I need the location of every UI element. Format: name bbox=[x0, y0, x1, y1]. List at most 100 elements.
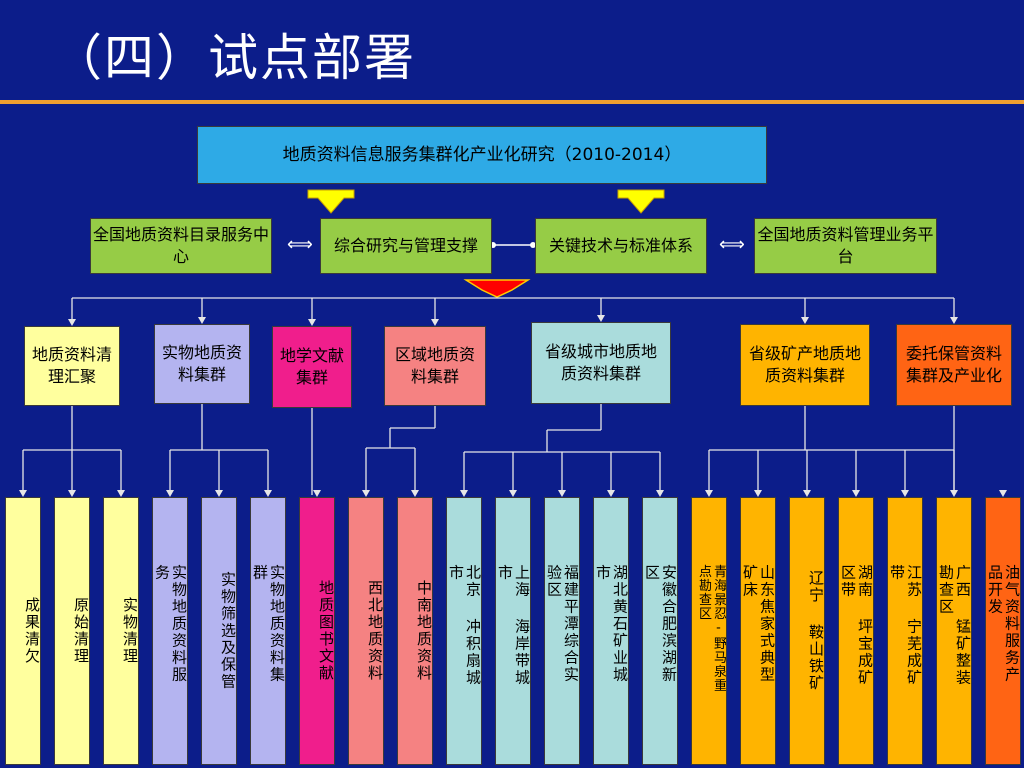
arrowhead-icon bbox=[460, 490, 468, 497]
leaf-label: 油气资料服务产品开发 bbox=[986, 564, 1021, 684]
double-arrow-icon: ⟺ bbox=[719, 234, 745, 255]
arrowhead-icon bbox=[999, 490, 1007, 497]
arrowhead-icon bbox=[264, 490, 272, 497]
leaf-label: 广西 锰矿整装勘查区 bbox=[937, 564, 972, 687]
leaf-label: 实物地质资料集群 bbox=[251, 564, 286, 684]
cluster-box: 地学文献集群 bbox=[272, 326, 352, 408]
leaf-box: 地质图书文献 bbox=[299, 497, 335, 765]
leaf-label: 成果清欠 bbox=[23, 597, 41, 665]
arrowhead-icon bbox=[597, 315, 605, 322]
leaf-label: 实物清理 bbox=[121, 597, 139, 665]
leaf-box: 油气资料服务产品开发 bbox=[985, 497, 1021, 765]
arrowhead-icon bbox=[852, 490, 860, 497]
arrowhead-icon bbox=[198, 317, 206, 324]
leaf-label: 原始清理 bbox=[72, 597, 90, 665]
arrowhead-icon bbox=[68, 490, 76, 497]
cluster-box: 委托保管资料集群及产业化 bbox=[896, 324, 1012, 406]
cluster-label: 地质资料清理汇聚 bbox=[31, 345, 112, 386]
double-arrow-icon: ⟺ bbox=[287, 234, 313, 255]
leaf-box: 实物筛选及保管 bbox=[201, 497, 237, 765]
management-platform-label: 全国地质资料管理业务平台 bbox=[757, 225, 934, 266]
cluster-label: 区域地质资料集群 bbox=[394, 345, 475, 386]
arrowhead-icon bbox=[705, 490, 713, 497]
cluster-label: 地学文献集群 bbox=[279, 346, 344, 387]
leaf-box: 湖北黄石矿业城市 bbox=[593, 497, 629, 765]
leaf-box: 青海景忍-野马泉重点勘查区 bbox=[691, 497, 727, 765]
cluster-box: 区域地质资料集群 bbox=[384, 326, 486, 406]
arrowhead-icon bbox=[166, 490, 174, 497]
leaf-box: 山东焦家式典型矿床 bbox=[740, 497, 776, 765]
arrowhead-icon bbox=[68, 319, 76, 326]
arrowhead-icon bbox=[607, 490, 615, 497]
arrowhead-icon bbox=[803, 490, 811, 497]
catalog-center-box: 全国地质资料目录服务中心 bbox=[90, 218, 272, 274]
research-support-box: 综合研究与管理支撑 bbox=[320, 218, 492, 274]
arrowhead-icon bbox=[509, 490, 517, 497]
down-arrow-icon bbox=[617, 189, 665, 214]
leaf-box: 北京 冲积扇城市 bbox=[446, 497, 482, 765]
leaf-box: 广西 锰矿整装勘查区 bbox=[936, 497, 972, 765]
leaf-box: 实物清理 bbox=[103, 497, 139, 765]
leaf-box: 中南地质资料 bbox=[397, 497, 433, 765]
leaf-label: 安徽合肥滨湖新区 bbox=[643, 564, 678, 684]
arrowhead-icon bbox=[801, 317, 809, 324]
arrowhead-icon bbox=[19, 490, 27, 497]
management-platform-box: 全国地质资料管理业务平台 bbox=[754, 218, 937, 274]
title-divider bbox=[0, 100, 1024, 104]
arrowhead-icon bbox=[117, 490, 125, 497]
leaf-box: 江苏 宁芜成矿带 bbox=[887, 497, 923, 765]
leaf-label: 地质图书文献 bbox=[317, 580, 335, 682]
arrowhead-icon bbox=[950, 317, 958, 324]
leaf-box: 成果清欠 bbox=[5, 497, 41, 765]
leaf-label: 中南地质资料 bbox=[415, 580, 433, 682]
down-arrow-icon bbox=[307, 189, 355, 214]
cluster-label: 省级城市地质地质资料集群 bbox=[544, 342, 657, 383]
arrowhead-icon bbox=[431, 319, 439, 326]
project-root-label: 地质资料信息服务集群化产业化研究（2010-2014） bbox=[282, 145, 682, 165]
leaf-label: 湖北黄石矿业城市 bbox=[594, 564, 629, 684]
leaf-label: 实物地质资料服务 bbox=[153, 564, 188, 684]
leaf-box: 安徽合肥滨湖新区 bbox=[642, 497, 678, 765]
leaf-label: 江苏 宁芜成矿带 bbox=[888, 564, 923, 687]
research-support-label: 综合研究与管理支撑 bbox=[333, 236, 478, 255]
leaf-box: 实物地质资料服务 bbox=[152, 497, 188, 765]
leaf-label: 青海景忍-野马泉重点勘查区 bbox=[696, 564, 726, 693]
red-down-arrow-icon bbox=[463, 279, 531, 298]
leaf-label: 山东焦家式典型矿床 bbox=[741, 564, 776, 684]
catalog-center-label: 全国地质资料目录服务中心 bbox=[92, 225, 269, 266]
leaf-box: 上海 海岸带城市 bbox=[495, 497, 531, 765]
leaf-box: 辽宁 鞍山铁矿 bbox=[789, 497, 825, 765]
project-root-box: 地质资料信息服务集群化产业化研究（2010-2014） bbox=[197, 126, 767, 184]
leaf-label: 上海 海岸带城市 bbox=[496, 564, 531, 687]
slide-title: （四）试点部署 bbox=[52, 29, 416, 87]
leaf-label: 西北地质资料 bbox=[366, 580, 384, 682]
leaf-label: 辽宁 鞍山铁矿 bbox=[807, 570, 825, 692]
arrowhead-icon bbox=[656, 490, 664, 497]
arrowhead-icon bbox=[362, 490, 370, 497]
arrowhead-icon bbox=[411, 490, 419, 497]
cluster-label: 省级矿产地质地质资料集群 bbox=[748, 344, 861, 385]
cluster-box: 省级城市地质地质资料集群 bbox=[531, 322, 671, 404]
arrowhead-icon bbox=[901, 490, 909, 497]
leaf-label: 湖南 坪宝成矿区带 bbox=[839, 564, 874, 687]
tech-standards-label: 关键技术与标准体系 bbox=[548, 236, 693, 255]
leaf-label: 北京 冲积扇城市 bbox=[447, 564, 482, 687]
cluster-label: 委托保管资料集群及产业化 bbox=[905, 344, 1002, 385]
cluster-box: 地质资料清理汇聚 bbox=[24, 326, 120, 406]
leaf-box: 湖南 坪宝成矿区带 bbox=[838, 497, 874, 765]
leaf-box: 西北地质资料 bbox=[348, 497, 384, 765]
arrowhead-icon bbox=[308, 319, 316, 326]
arrowhead-icon bbox=[313, 490, 321, 497]
leaf-box: 实物地质资料集群 bbox=[250, 497, 286, 765]
cluster-box: 省级矿产地质地质资料集群 bbox=[740, 324, 870, 406]
arrowhead-icon bbox=[558, 490, 566, 497]
cluster-box: 实物地质资料集群 bbox=[154, 324, 250, 404]
tech-standards-box: 关键技术与标准体系 bbox=[535, 218, 707, 274]
leaf-label: 实物筛选及保管 bbox=[219, 571, 237, 691]
arrowhead-icon bbox=[754, 490, 762, 497]
link-node bbox=[530, 242, 536, 248]
leaf-box: 福建平潭综合实验区 bbox=[544, 497, 580, 765]
cluster-label: 实物地质资料集群 bbox=[161, 343, 242, 384]
leaf-box: 原始清理 bbox=[54, 497, 90, 765]
